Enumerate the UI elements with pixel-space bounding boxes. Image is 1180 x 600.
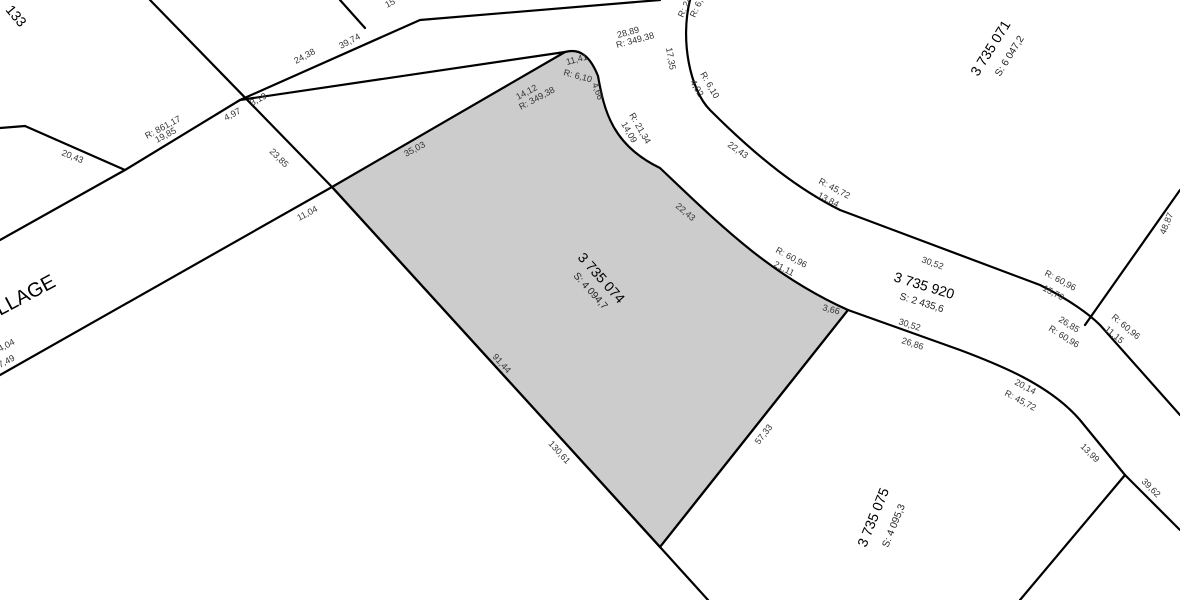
line-lot-right-lower (1018, 473, 1127, 600)
dim-label: 3,19 (248, 91, 268, 108)
dim-label: 4,04 (0, 337, 16, 354)
dim-label: 23,85 (268, 146, 291, 169)
line-diagonal-west (148, 0, 710, 600)
dim-label: 15 (383, 0, 397, 10)
dim-label: 22,43 (726, 139, 750, 160)
line-lot-right-upper (1083, 188, 1180, 327)
line-curve-north (684, 0, 1180, 417)
line-street-north (0, 50, 567, 242)
dim-label: 26,86 (900, 335, 925, 351)
dim-label: 39,62 (1140, 476, 1163, 499)
street-name: LLAGE (0, 271, 59, 321)
dim-label: 17,35 (664, 47, 678, 71)
line-lot-upper-left (0, 124, 127, 172)
line-street-south (0, 185, 334, 377)
lot-133-number: 133 (3, 2, 30, 30)
dim-label: 48,87 (1158, 211, 1176, 236)
dim-label: 30,52 (920, 254, 945, 271)
dim-label: 30,52 (897, 316, 922, 332)
dim-label: 3,66 (821, 302, 841, 316)
dim-label: 13,99 (1079, 441, 1102, 464)
lot-3735074-parcel[interactable] (330, 49, 850, 549)
line-lot-5733 (658, 308, 850, 549)
dim-label: 24,38 (292, 46, 317, 65)
line-lot-top (338, 0, 367, 30)
line-street-north-upper (238, 0, 662, 102)
line-curve-south (846, 308, 1180, 532)
